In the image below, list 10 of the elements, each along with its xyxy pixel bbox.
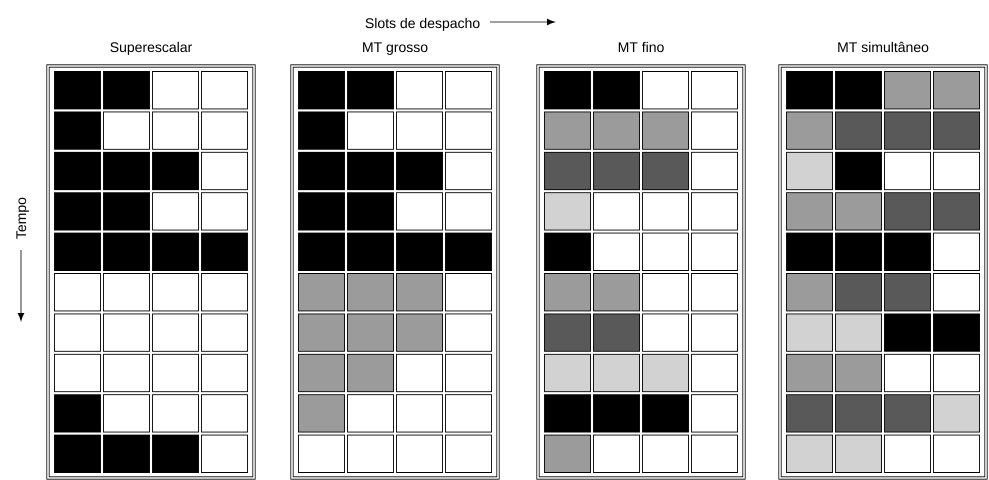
panel-box: MT grosso [290, 42, 500, 480]
panel-box: MT fino [536, 42, 746, 480]
node-label: Superescalar [110, 42, 192, 55]
panel-box: MT simultâneo [778, 42, 988, 480]
node-label: MT grosso [363, 42, 428, 55]
axis-label: Tempo [16, 198, 29, 239]
panel-box: Superescalar [46, 42, 256, 480]
axis-label: Slots de despacho [366, 18, 480, 31]
node-label: MT fino [618, 42, 664, 52]
node-label: MT simultâneo [838, 42, 928, 52]
